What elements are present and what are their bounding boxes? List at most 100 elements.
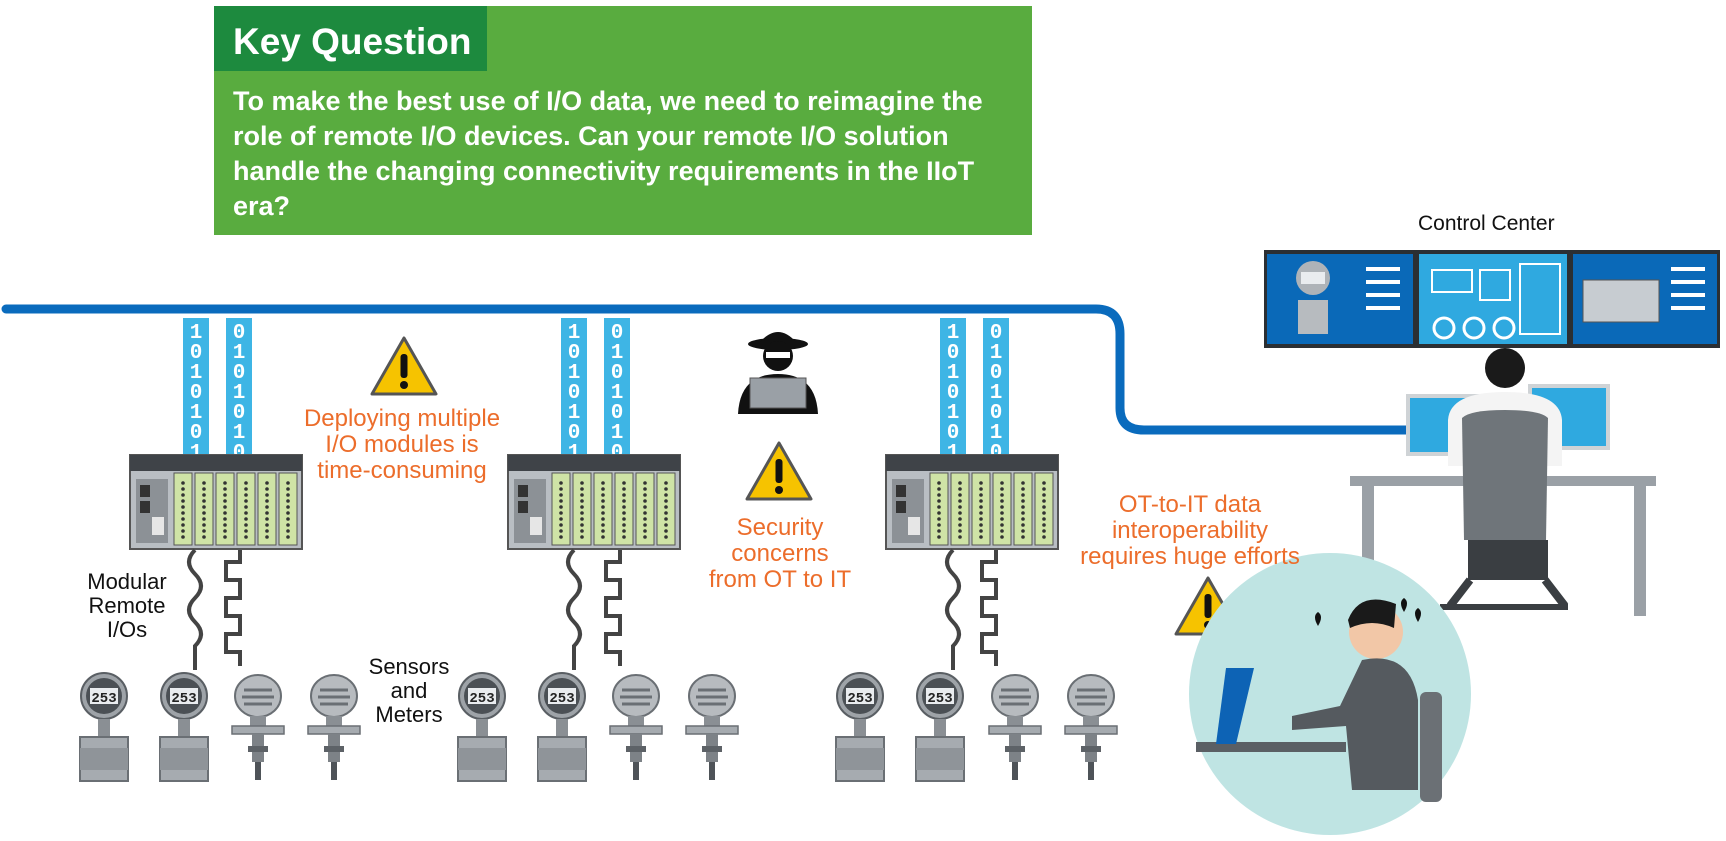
sensor-meter-icon: [608, 673, 664, 782]
sensor-meter-icon: [306, 673, 362, 782]
binary-digit: 0: [568, 342, 581, 365]
modular-line-1: Modular: [87, 569, 167, 594]
binary-digit: 1: [990, 422, 1003, 445]
binary-digit: 1: [568, 322, 581, 345]
meter-display: 253: [549, 691, 574, 707]
binary-digit: 0: [990, 362, 1003, 385]
binary-digit: 1: [990, 382, 1003, 405]
binary-digit: 1: [947, 322, 960, 345]
modular-remote-ios-label: Modular Remote I/Os: [72, 570, 182, 642]
warning-icon-security: [745, 441, 813, 501]
binary-digit: 1: [233, 422, 246, 445]
binary-digit: 1: [190, 322, 203, 345]
binary-digit: 1: [611, 382, 624, 405]
io-module-icon: [885, 454, 1059, 550]
sensor-meter-icon: 253: [537, 672, 587, 782]
deploying-line-2: I/O modules is: [325, 431, 479, 458]
sensor-meter-icon: [230, 673, 286, 782]
sensors-and-meters-label: Sensors and Meters: [354, 655, 464, 727]
key-question-title: Key Question: [233, 21, 472, 62]
modular-line-2: Remote: [88, 593, 166, 618]
binary-digit: 0: [990, 322, 1003, 345]
meter-display: 253: [469, 691, 494, 707]
operator-icon: [1350, 348, 1656, 616]
sensor-meter-icon: 253: [159, 672, 209, 782]
sensors-line-3: Meters: [375, 702, 443, 727]
binary-digit: 0: [233, 322, 246, 345]
io-module-groups: [129, 454, 1059, 550]
binary-digit: 1: [233, 342, 246, 365]
binary-digit: 1: [233, 382, 246, 405]
sensors-and-meters: 253 253 253 253 253 253: [79, 672, 1119, 782]
meter-display: 253: [927, 691, 952, 707]
binary-data-streams: 1010101010101010101010101010101010101010…: [183, 318, 1009, 465]
binary-digit: 0: [611, 362, 624, 385]
security-line-1: Security: [736, 514, 824, 541]
key-question-title-tab: [214, 6, 487, 71]
sensor-meter-icon: [684, 673, 740, 782]
io-module-icon: [507, 454, 681, 550]
deploying-line-3: time-consuming: [317, 457, 487, 484]
binary-digit: 0: [568, 382, 581, 405]
stressed-engineer-icon: [1189, 553, 1471, 835]
binary-digit: 0: [611, 402, 624, 425]
deploying-line-1: Deploying multiple: [303, 405, 501, 432]
meter-display: 253: [171, 691, 196, 707]
binary-digit: 1: [990, 342, 1003, 365]
sensor-meter-icon: 253: [835, 672, 885, 782]
binary-digit: 0: [190, 342, 203, 365]
hacker-icon: [738, 332, 818, 414]
key-question-panel: Key Question To make the best use of I/O…: [214, 6, 1032, 235]
meter-display: 253: [847, 691, 872, 707]
control-center-label: Control Center: [1418, 212, 1555, 235]
binary-digit: 1: [611, 422, 624, 445]
deploying-label: Deploying multiple I/O modules is time-c…: [282, 406, 522, 484]
sensor-meter-icon: 253: [79, 672, 129, 782]
meter-display: 253: [91, 691, 116, 707]
security-line-2: concerns: [731, 540, 829, 567]
field-cables: [187, 548, 998, 670]
binary-digit: 0: [568, 422, 581, 445]
network-line: [1, 304, 1429, 435]
binary-digit: 1: [190, 402, 203, 425]
io-module-icon: [129, 454, 303, 550]
binary-digit: 0: [190, 382, 203, 405]
sensor-meter-icon: 253: [457, 672, 507, 782]
binary-digit: 0: [190, 422, 203, 445]
key-question-body: To make the best use of I/O data, we nee…: [233, 86, 983, 221]
interoperability-label: OT-to-IT data interoperability requires …: [1060, 492, 1320, 570]
sensor-meter-icon: 253: [915, 672, 965, 782]
sensor-meter-icon: [987, 673, 1043, 782]
security-label: Security concerns from OT to IT: [690, 515, 870, 593]
interoperability-line-2: interoperability: [1111, 517, 1269, 544]
binary-digit: 0: [947, 382, 960, 405]
binary-digit: 0: [611, 322, 624, 345]
binary-digit: 1: [947, 402, 960, 425]
interoperability-line-3: requires huge efforts: [1080, 543, 1300, 570]
modular-line-3: I/Os: [106, 617, 148, 642]
interoperability-line-1: OT-to-IT data: [1118, 491, 1262, 518]
sensors-line-2: and: [390, 678, 428, 703]
binary-digit: 0: [233, 402, 246, 425]
control-center-screens: [1264, 250, 1720, 348]
binary-digit: 1: [947, 362, 960, 385]
binary-digit: 0: [947, 342, 960, 365]
binary-digit: 1: [611, 342, 624, 365]
binary-digit: 0: [233, 362, 246, 385]
security-line-3: from OT to IT: [708, 566, 852, 593]
binary-digit: 1: [568, 402, 581, 425]
sensor-meter-icon: [1063, 673, 1119, 782]
sensors-line-1: Sensors: [368, 654, 450, 679]
binary-digit: 0: [947, 422, 960, 445]
binary-digit: 1: [568, 362, 581, 385]
binary-digit: 0: [990, 402, 1003, 425]
warning-icon-deploying: [370, 336, 438, 396]
